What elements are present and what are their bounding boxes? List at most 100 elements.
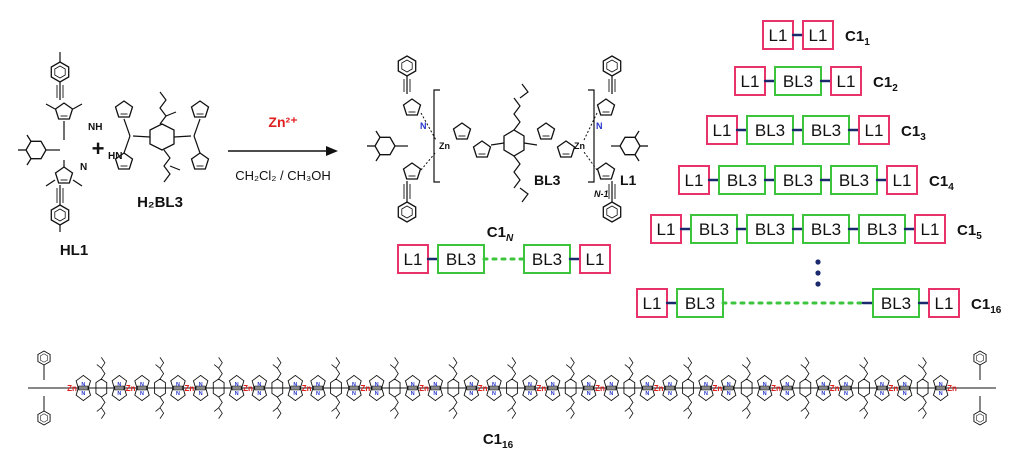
c1-16-polymer-chain	[28, 350, 996, 426]
oligomer-16-l1-right: L1	[928, 288, 960, 318]
polymer-zn-label: Zn	[888, 384, 898, 393]
oligomer-1-label: C11	[845, 28, 870, 48]
oligomer-4-l1-left-text: L1	[685, 171, 704, 190]
c1n-block-bl3-first-text: BL3	[446, 250, 476, 269]
oligomer-4-l1-left: L1	[678, 165, 710, 195]
oligomer-5-bl3: BL3	[802, 214, 850, 244]
oligomer-4-bl3-text: BL3	[727, 171, 757, 190]
oligomer-16-label-main: C1	[971, 296, 990, 313]
oligomer-5-bl3-text: BL3	[755, 220, 785, 239]
oligomer-4-l1-right: L1	[886, 165, 918, 195]
n-label-c1n-right: N	[596, 121, 603, 131]
c1n-main: C1	[487, 224, 506, 241]
polymer-zn-label: Zn	[126, 384, 136, 393]
plus-sign: +	[92, 136, 105, 161]
c1n-structure: Zn Zn N N	[366, 55, 649, 223]
c1n-block-l1-right-text: L1	[586, 250, 605, 269]
oligomer-3-bl3: BL3	[802, 115, 850, 145]
c1n-block-bl3-first: BL3	[437, 244, 485, 274]
oligomer-3-bl3-text: BL3	[755, 121, 785, 140]
oligomer-3-l1-right: L1	[858, 115, 890, 145]
h2bl3-label: H₂BL3	[137, 194, 183, 211]
c1n-block-l1-left-text: L1	[404, 250, 423, 269]
hn-label: HN	[108, 151, 122, 162]
bl3-structure-label: BL3	[534, 172, 561, 188]
oligomer-3-label: C13	[901, 123, 926, 143]
oligomer-1-label-sub: 1	[864, 37, 870, 48]
l1-structure-label: L1	[620, 172, 637, 188]
series-ellipsis	[815, 259, 821, 287]
oligomer-5-l1-left-text: L1	[657, 220, 676, 239]
oligomer-4-l1-right-text: L1	[893, 171, 912, 190]
oligomer-3-label-main: C1	[901, 123, 920, 140]
oligomer-4-bl3: BL3	[830, 165, 878, 195]
c1n-block-l1-right: L1	[579, 244, 611, 274]
c1n-sub: N	[506, 233, 514, 244]
oligomer-3-l1-right-text: L1	[865, 121, 884, 140]
repeat-index-label: N-1	[594, 189, 609, 199]
oligomer-2-label-sub: 2	[892, 83, 898, 94]
polymer-zn-label: Zn	[830, 384, 840, 393]
oligomer-5-label-sub: 5	[976, 231, 982, 242]
oligomer-2-l1-left-text: L1	[741, 72, 760, 91]
polymer-zn-label: Zn	[184, 384, 194, 393]
polymer-zn-label: Zn	[536, 384, 546, 393]
oligomer-1-l1-right: L1	[802, 20, 834, 50]
oligomer-5-bl3-text: BL3	[867, 220, 897, 239]
oligomer-16-l1-left-text: L1	[643, 294, 662, 313]
oligomer-3-l1-left-text: L1	[713, 121, 732, 140]
c1n-block-bl3-last: BL3	[523, 244, 571, 274]
oligomer-5-label-main: C1	[957, 222, 976, 239]
oligomer-1-label-main: C1	[845, 28, 864, 45]
polymer-zn-label: Zn	[771, 384, 781, 393]
oligomer-2-label-main: C1	[873, 74, 892, 91]
oligomer-5-bl3-text: BL3	[699, 220, 729, 239]
c1-16-label: C116	[483, 431, 514, 451]
hl1-structure: NH N	[17, 52, 102, 232]
oligomer-3-bl3: BL3	[746, 115, 794, 145]
oligomer-16-l1-right-text: L1	[935, 294, 954, 313]
c1n-block-diagram: L1 BL3 BL3 L1	[397, 244, 611, 274]
c1n-label: C1N	[487, 224, 514, 244]
oligomer-row-4: L1 BL3 BL3 BL3 L1 C14	[678, 165, 954, 195]
oligomer-2-label: C12	[873, 74, 898, 94]
c1-16-main: C1	[483, 431, 502, 448]
oligomer-4-bl3: BL3	[774, 165, 822, 195]
polymer-zn-label: Zn	[360, 384, 370, 393]
c1-16-sub: 16	[502, 440, 514, 451]
oligomer-5-bl3: BL3	[690, 214, 738, 244]
oligomer-16-label-sub: 16	[990, 305, 1002, 316]
oligomer-5-bl3-text: BL3	[811, 220, 841, 239]
oligomer-5-l1-left: L1	[650, 214, 682, 244]
n-label-c1n-left: N	[420, 121, 427, 131]
polymer-zn-label: Zn	[419, 384, 429, 393]
oligomer-row-3: L1 BL3 BL3 L1 C13	[706, 115, 926, 145]
oligomer-16-bl3-text: BL3	[685, 294, 715, 313]
oligomer-4-bl3-text: BL3	[839, 171, 869, 190]
oligomer-16-bl3: BL3	[872, 288, 920, 318]
oligomer-4-label: C14	[929, 173, 954, 193]
oligomer-2-bl3: BL3	[774, 66, 822, 96]
c1n-block-l1-left: L1	[397, 244, 429, 274]
polymer-zn-label: Zn	[478, 384, 488, 393]
oligomer-2-l1-right-text: L1	[837, 72, 856, 91]
oligomer-row-2: L1 BL3 L1 C12	[734, 66, 898, 96]
oligomer-2-bl3-text: BL3	[783, 72, 813, 91]
oligomer-row-16: L1 BL3 BL3 L1 C116	[636, 288, 1002, 318]
polymer-zn-label: Zn	[654, 384, 664, 393]
n-label-hl1: N	[80, 162, 87, 173]
oligomer-4-label-sub: 4	[948, 182, 954, 193]
oligomer-2-l1-left: L1	[734, 66, 766, 96]
oligomer-4-label-main: C1	[929, 173, 948, 190]
reaction-arrow	[228, 146, 338, 156]
oligomer-2-l1-right: L1	[830, 66, 862, 96]
polymer-zn-label: Zn	[302, 384, 312, 393]
hl1-label: HL1	[60, 242, 88, 259]
h2bl3-structure: HN	[108, 91, 210, 183]
solvent-label: CH₂Cl₂ / CH₃OH	[235, 168, 331, 183]
